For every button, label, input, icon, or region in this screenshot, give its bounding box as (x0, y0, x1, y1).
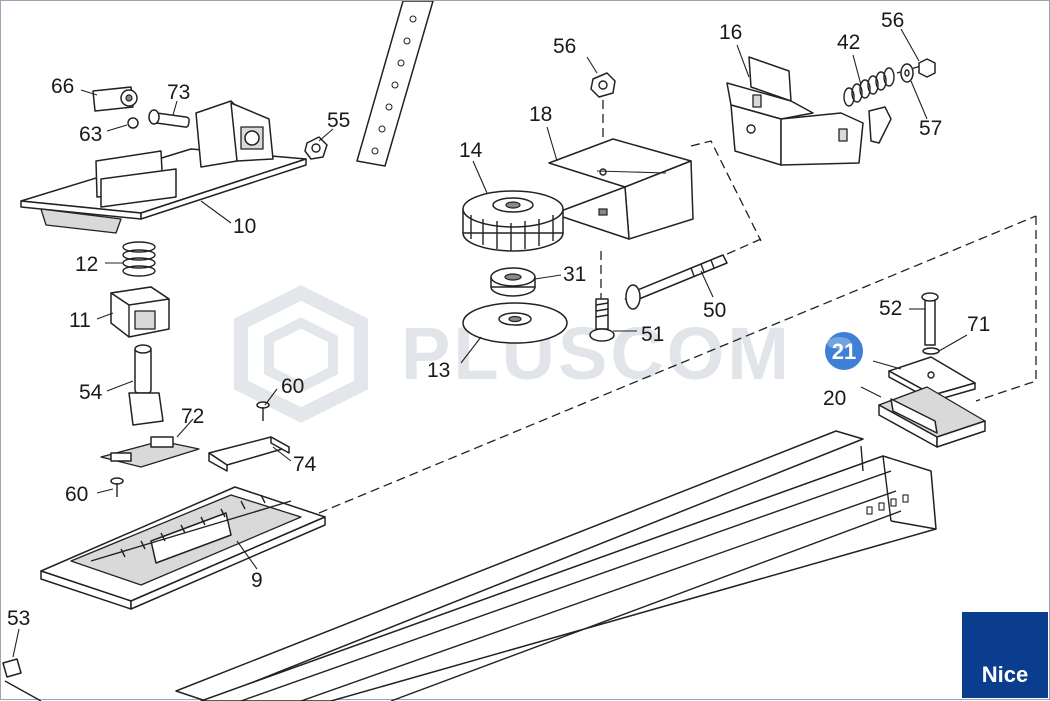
label-72: 72 (181, 405, 204, 428)
label-60-top: 60 (281, 375, 304, 398)
part-16-bracket (726, 56, 864, 166)
part-11-block (110, 286, 170, 338)
label-10: 10 (233, 215, 256, 238)
label-9: 9 (251, 569, 263, 592)
label-52: 52 (879, 297, 902, 320)
part-73-pin (148, 109, 190, 128)
part-18-bracket (548, 138, 694, 240)
label-11: 11 (69, 309, 91, 332)
part-53-stopper (2, 658, 42, 701)
part-54-lever (128, 344, 164, 426)
label-14: 14 (459, 139, 483, 162)
badge-shine (827, 337, 851, 349)
part-72-bracket (100, 436, 200, 468)
label-13: 13 (427, 359, 450, 382)
label-54: 54 (79, 381, 103, 404)
part-13-washer (462, 302, 568, 344)
part-56-nut-right (918, 58, 936, 78)
label-50: 50 (703, 299, 726, 322)
label-20: 20 (823, 387, 846, 410)
label-56-right: 56 (881, 9, 904, 32)
label-60-bottom: 60 (65, 483, 88, 506)
part-60-screw-bottom (110, 477, 124, 497)
label-16: 16 (719, 21, 742, 44)
label-18: 18 (529, 103, 552, 126)
perforated-strap (356, 1, 434, 167)
part-55-nut (304, 136, 328, 160)
label-73: 73 (167, 81, 190, 104)
leader-lines (12, 28, 968, 658)
label-51: 51 (641, 323, 664, 346)
part-10-base-plate (20, 100, 307, 234)
part-16-clip (868, 106, 892, 144)
part-20-bracket (878, 386, 986, 448)
part-12-spring (122, 241, 156, 277)
part-66-clip (92, 86, 138, 112)
part-51-bolt (589, 298, 615, 342)
part-74-bracket (208, 436, 290, 472)
part-52-bolt (921, 292, 939, 346)
label-56-center: 56 (553, 35, 576, 58)
rail-profile (175, 430, 937, 701)
badge-label: 21 (832, 339, 856, 364)
part-57-washer (900, 63, 914, 83)
watermark-logo-icon (234, 285, 368, 423)
part-labels: 66 73 63 55 10 12 11 54 72 60 60 74 9 53… (7, 9, 990, 630)
part-50-long-bolt (625, 254, 728, 310)
label-31: 31 (563, 263, 586, 286)
label-55: 55 (327, 109, 350, 132)
label-74: 74 (293, 453, 317, 476)
part-31-bearing (490, 267, 536, 297)
part-60-screw-top (256, 401, 270, 421)
label-42: 42 (837, 31, 860, 54)
highlight-badge-21[interactable]: 21 (823, 330, 865, 372)
part-56-nut-center (590, 72, 616, 98)
label-12: 12 (75, 253, 98, 276)
brand-logo: Nice (962, 612, 1048, 698)
label-66: 66 (51, 75, 74, 98)
label-71: 71 (967, 313, 990, 336)
label-53: 53 (7, 607, 30, 630)
brand-logo-text: Nice (981, 662, 1029, 687)
label-57: 57 (919, 117, 942, 140)
badge-circle (823, 330, 865, 372)
part-63-washer (127, 117, 139, 129)
label-63: 63 (79, 123, 102, 146)
part-14-gear (462, 190, 564, 252)
part-9-carriage (40, 486, 326, 610)
part-71-washer (922, 347, 940, 355)
